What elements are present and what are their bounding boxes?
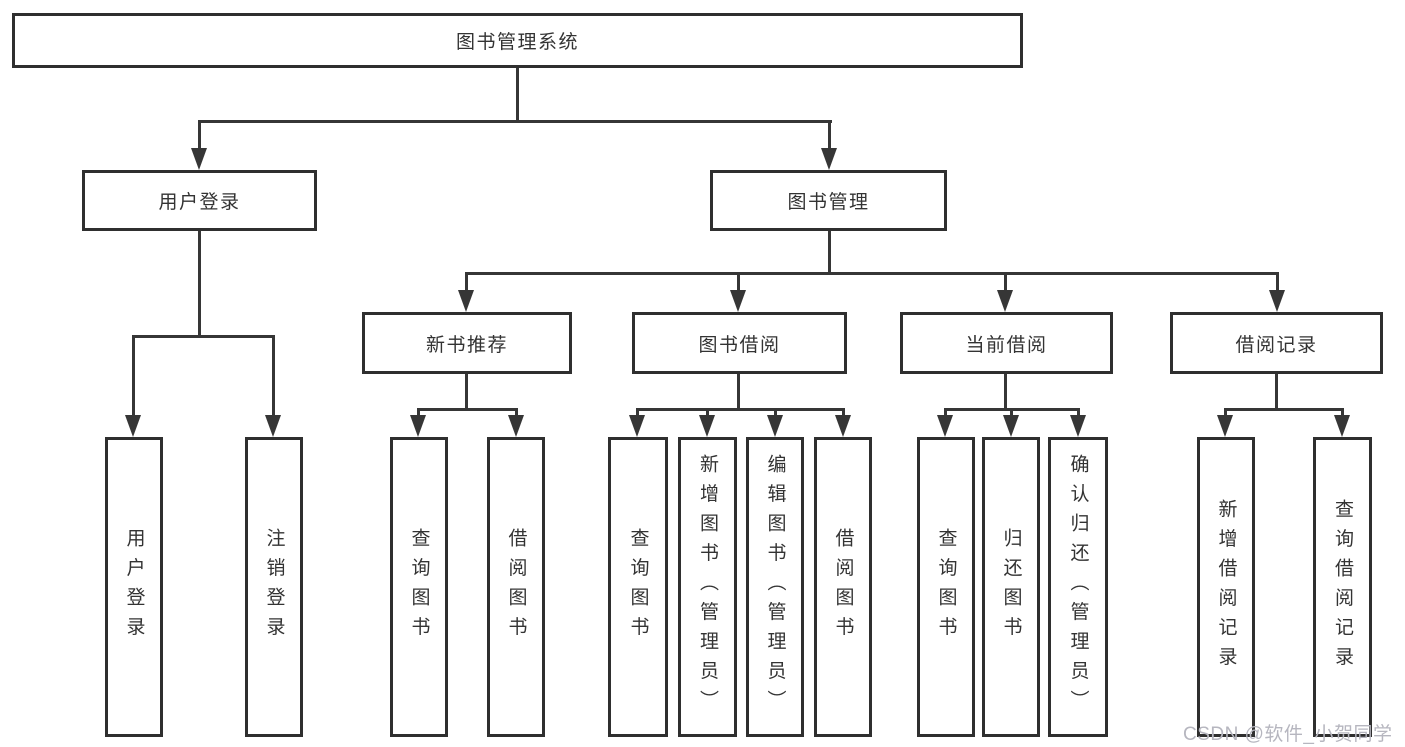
arrow-down-icon	[265, 415, 281, 437]
leaf-logout-login: 注销登录	[245, 437, 303, 737]
watermark: CSDN @软件_小贺同学	[1183, 724, 1393, 745]
arrow-down-icon	[821, 148, 837, 170]
connector-drop	[842, 408, 845, 418]
connector-current-borrow-stem	[1004, 374, 1007, 408]
arrow-down-icon	[730, 290, 746, 312]
connector-root-stem	[516, 68, 519, 120]
connector-new-book-stem	[465, 374, 468, 408]
arrow-down-icon	[410, 415, 426, 437]
arrow-down-icon	[997, 290, 1013, 312]
arrow-down-icon	[1070, 415, 1086, 437]
connector-borrow-record-stem	[1275, 374, 1278, 408]
leaf-user-login-label: 用户登录	[123, 528, 145, 646]
connector-drop	[417, 408, 420, 418]
arrow-down-icon	[191, 148, 207, 170]
node-new-book-recommend: 新书推荐	[362, 312, 572, 374]
connector-book-mgmt-bus	[465, 272, 1279, 275]
leaf-query-books-borrowing: 查询图书	[608, 437, 668, 737]
leaf-query-books-current-label: 查询图书	[935, 528, 957, 646]
arrow-down-icon	[1217, 415, 1233, 437]
leaf-user-login: 用户登录	[105, 437, 163, 737]
connector-root-bus	[198, 120, 832, 123]
connector-leaf-logout-drop	[272, 335, 275, 417]
node-borrowing-records: 借阅记录	[1170, 312, 1383, 374]
leaf-borrow-books-recommend: 借阅图书	[487, 437, 545, 737]
arrow-down-icon	[835, 415, 851, 437]
leaf-add-borrow-record-label: 新增借阅记录	[1215, 498, 1237, 676]
leaf-add-borrow-record: 新增借阅记录	[1197, 437, 1255, 737]
node-book-borrowing: 图书借阅	[632, 312, 847, 374]
node-book-management-label: 图书管理	[787, 192, 870, 213]
connector-drop	[1010, 408, 1013, 418]
connector-user-login-stem	[198, 231, 201, 335]
leaf-add-books-admin: 新增图书（管理员）	[678, 437, 737, 737]
leaf-query-books-borrowing-label: 查询图书	[627, 528, 649, 646]
leaf-query-books-recommend: 查询图书	[390, 437, 448, 737]
connector-drop	[774, 408, 777, 418]
connector-leaf-user-login-drop	[132, 335, 135, 417]
node-current-borrowing-label: 当前借阅	[965, 334, 1048, 356]
leaf-edit-books-admin-label: 编辑图书（管理员）	[764, 454, 786, 720]
leaf-logout-login-label: 注销登录	[263, 528, 285, 646]
arrow-down-icon	[767, 415, 783, 437]
connector-book-mgmt-drop	[828, 120, 831, 150]
node-library-system: 图书管理系统	[12, 13, 1023, 68]
leaf-return-books-label: 归还图书	[1000, 528, 1022, 646]
node-current-borrowing: 当前借阅	[900, 312, 1113, 374]
connector-drop	[944, 408, 947, 418]
leaf-query-borrow-record: 查询借阅记录	[1313, 437, 1372, 737]
node-book-borrowing-label: 图书借阅	[698, 334, 781, 356]
leaf-return-books: 归还图书	[982, 437, 1040, 737]
arrow-down-icon	[125, 415, 141, 437]
connector-drop	[1224, 408, 1227, 418]
leaf-borrow-books-borrowing: 借阅图书	[814, 437, 872, 737]
connector-borrow-record-drop	[1276, 272, 1279, 292]
connector-book-borrow-drop	[737, 272, 740, 292]
leaf-add-books-admin-label: 新增图书（管理员）	[697, 454, 718, 720]
arrow-down-icon	[458, 290, 474, 312]
arrow-down-icon	[1269, 290, 1285, 312]
leaf-borrow-books-recommend-label: 借阅图书	[505, 528, 527, 646]
node-borrowing-records-label: 借阅记录	[1235, 334, 1318, 356]
connector-user-login-drop	[198, 120, 201, 150]
connector-drop	[1341, 408, 1344, 418]
connector-drop	[706, 408, 709, 418]
node-book-management: 图书管理	[710, 170, 947, 231]
arrow-down-icon	[629, 415, 645, 437]
node-library-system-label: 图书管理系统	[455, 32, 579, 53]
leaf-confirm-return-admin-label: 确认归还（管理员）	[1067, 454, 1089, 720]
leaf-edit-books-admin: 编辑图书（管理员）	[746, 437, 804, 737]
connector-book-mgmt-stem	[828, 231, 831, 272]
leaf-query-books-recommend-label: 查询图书	[408, 528, 430, 646]
connector-drop	[515, 408, 518, 418]
leaf-query-borrow-record-label: 查询借阅记录	[1332, 498, 1353, 676]
leaf-query-books-current: 查询图书	[917, 437, 975, 737]
connector-user-login-bus	[132, 335, 275, 338]
node-user-login-label: 用户登录	[158, 192, 241, 213]
connector-borrow-record-bus	[1224, 408, 1344, 411]
connector-book-borrow-stem	[737, 374, 740, 408]
connector-current-borrow-drop	[1004, 272, 1007, 292]
arrow-down-icon	[1003, 415, 1019, 437]
connector-new-book-bus	[417, 408, 518, 411]
arrow-down-icon	[508, 415, 524, 437]
arrow-down-icon	[937, 415, 953, 437]
connector-drop	[1077, 408, 1080, 418]
leaf-confirm-return-admin: 确认归还（管理员）	[1048, 437, 1108, 737]
connector-drop	[636, 408, 639, 418]
connector-book-borrow-bus	[636, 408, 845, 411]
arrow-down-icon	[1334, 415, 1350, 437]
connector-new-book-drop	[465, 272, 468, 292]
node-new-book-recommend-label: 新书推荐	[425, 334, 508, 356]
leaf-borrow-books-borrowing-label: 借阅图书	[832, 528, 854, 646]
arrow-down-icon	[699, 415, 715, 437]
node-user-login: 用户登录	[82, 170, 317, 231]
